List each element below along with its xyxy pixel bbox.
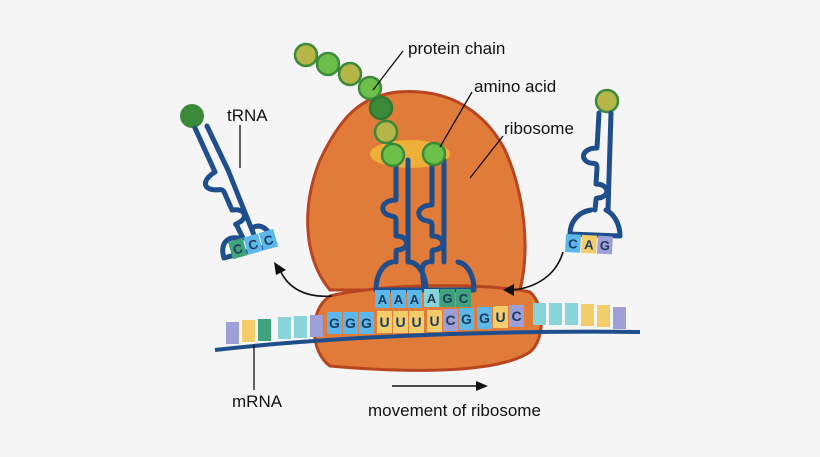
anticodon-tile bbox=[243, 233, 263, 255]
anticodon-letter: G bbox=[600, 238, 611, 254]
anticodon-tile bbox=[581, 234, 597, 254]
mrna-base bbox=[597, 305, 610, 327]
mrna-codon-letter: C bbox=[445, 312, 455, 328]
anticodon-letter: A bbox=[584, 237, 595, 253]
amino-acid bbox=[594, 88, 620, 114]
anticodon-tile bbox=[258, 229, 279, 251]
mrna-base bbox=[258, 319, 271, 341]
label-protein-chain: protein chain bbox=[408, 39, 505, 58]
mrna-base bbox=[613, 307, 626, 329]
mrna-codon-tile bbox=[343, 312, 358, 334]
anticodon-letter: A bbox=[394, 292, 404, 307]
mrna-codons: G G G U U U U C G G U C bbox=[327, 305, 524, 334]
anticodon-tile bbox=[456, 289, 471, 307]
entry-arrow bbox=[503, 251, 564, 296]
arrow-head-icon bbox=[503, 284, 514, 296]
label-ribosome: ribosome bbox=[504, 119, 574, 138]
amino-acid bbox=[421, 141, 447, 167]
mrna-base bbox=[581, 304, 594, 326]
mrna-strand bbox=[214, 329, 641, 352]
mrna-base bbox=[294, 316, 307, 338]
ribosome-trna-2: A G C bbox=[416, 157, 477, 307]
protein-chain bbox=[293, 42, 447, 168]
amino-acid bbox=[337, 61, 363, 87]
ribosome-large-subunit bbox=[306, 90, 527, 292]
mrna-codon-tile bbox=[409, 311, 424, 333]
anticodon-tile bbox=[597, 235, 613, 255]
mrna-codon-letter: U bbox=[395, 314, 405, 330]
anticodon-letter: C bbox=[568, 236, 579, 252]
mrna-codon-letter: U bbox=[411, 314, 421, 330]
mrna-base bbox=[242, 320, 255, 342]
anticodon-tile bbox=[565, 234, 581, 253]
mrna-base bbox=[533, 303, 546, 325]
movement-arrow bbox=[392, 381, 488, 391]
mrna-codon-letter: G bbox=[461, 311, 472, 327]
mrna-codon-letter: G bbox=[479, 310, 490, 326]
amino-acid bbox=[180, 104, 204, 128]
mrna-bases bbox=[226, 303, 626, 344]
mrna-base bbox=[310, 315, 323, 337]
label-trna: tRNA bbox=[227, 106, 268, 125]
mrna-codon-letter: U bbox=[379, 314, 389, 330]
anticodon-tile bbox=[391, 290, 406, 308]
anticodon-letter: C bbox=[459, 291, 469, 306]
amino-acid bbox=[373, 119, 399, 145]
anticodon-tile bbox=[407, 290, 422, 308]
leader-line-ribosome bbox=[469, 135, 504, 179]
anticodon-tile bbox=[375, 290, 390, 308]
anticodon-tile bbox=[228, 237, 248, 260]
mrna-base bbox=[565, 303, 578, 325]
label-amino-acid: amino acid bbox=[474, 77, 556, 96]
mrna-codon-tile bbox=[509, 305, 524, 327]
mrna-codon-tile bbox=[459, 308, 474, 330]
label-mrna: mRNA bbox=[232, 392, 283, 411]
mrna-codon-letter: U bbox=[495, 309, 505, 325]
amino-acid bbox=[315, 51, 341, 77]
mrna-codon-tile bbox=[377, 311, 392, 333]
mrna-codon-tile bbox=[493, 306, 508, 328]
trna-stem bbox=[192, 123, 278, 261]
anticodon-letter: A bbox=[378, 292, 388, 307]
ribosome-trna-1: A A A bbox=[373, 157, 429, 308]
mrna-base bbox=[226, 322, 239, 344]
mrna-codon-letter: G bbox=[345, 315, 356, 331]
mrna-base bbox=[549, 303, 562, 325]
left-trna: C C C bbox=[180, 104, 279, 261]
mrna-codon-tile bbox=[443, 309, 458, 331]
arrow-right-icon bbox=[476, 381, 488, 391]
anticodon-tile bbox=[440, 289, 455, 307]
amino-acid bbox=[293, 42, 319, 68]
label-movement: movement of ribosome bbox=[368, 401, 541, 420]
amino-acid bbox=[380, 142, 406, 168]
mrna-codon-letter: G bbox=[329, 315, 340, 331]
right-trna: C A G bbox=[565, 88, 623, 255]
mrna-codon-letter: C bbox=[511, 308, 521, 324]
arrow-head-icon bbox=[274, 262, 286, 275]
anticodon-letter: G bbox=[442, 291, 452, 306]
mrna-codon-tile bbox=[359, 312, 374, 334]
mrna-codon-tile bbox=[477, 307, 492, 329]
anticodon-tile bbox=[424, 289, 439, 307]
mrna-codon-tile bbox=[327, 312, 342, 334]
anticodon-letter: A bbox=[427, 291, 437, 306]
mrna-codon-tile bbox=[427, 310, 442, 332]
mrna-codon-letter: U bbox=[429, 313, 439, 329]
mrna-codon-tile bbox=[393, 311, 408, 333]
amino-acid bbox=[357, 75, 383, 101]
mrna-codon-letter: G bbox=[361, 315, 372, 331]
mrna-base bbox=[278, 317, 291, 339]
exit-arrow bbox=[274, 262, 333, 298]
trna-stem bbox=[567, 110, 623, 239]
anticodon-letter: A bbox=[410, 292, 420, 307]
amino-acid bbox=[368, 95, 394, 121]
leader-line-amino-acid bbox=[439, 91, 473, 148]
leader-line-protein-chain bbox=[372, 50, 404, 91]
